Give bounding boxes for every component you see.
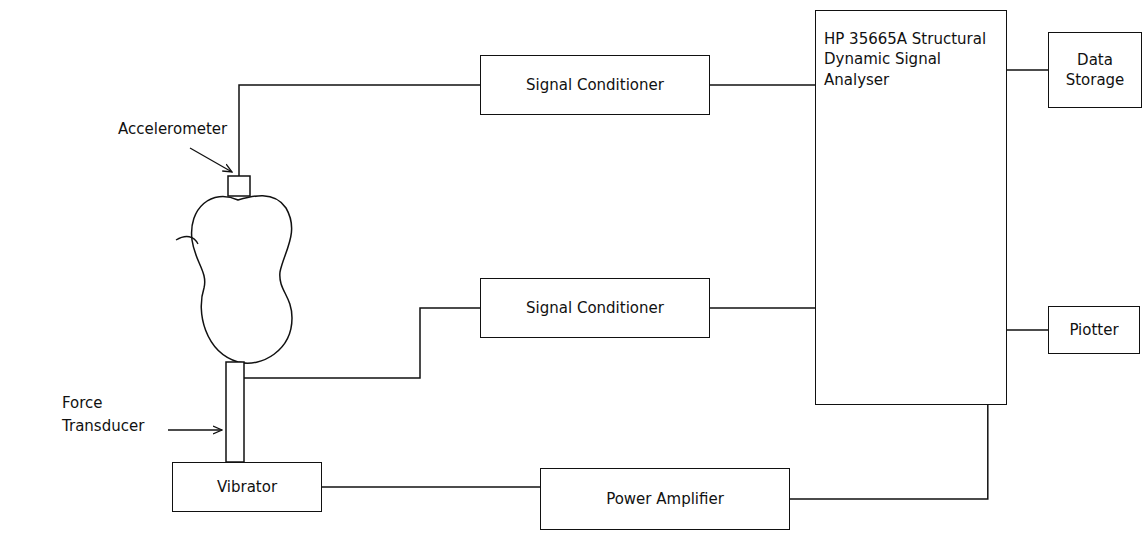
node-text: Power Amplifier [598,485,732,513]
part-label: Accelerometer [118,118,258,141]
node-text: Signal Conditioner [518,294,672,322]
node-text: Vibrator [209,473,285,501]
node-text: Data Storage [1049,46,1141,95]
connector [790,405,988,499]
connector [322,486,540,488]
connector [710,84,815,86]
node-text: Signal Conditioner [518,71,672,99]
node-text: Piotter [1061,316,1126,344]
storage-box: Data Storage [1048,32,1142,108]
force-transducer-wire [244,308,480,378]
connector [1007,69,1048,71]
plotter-box: Piotter [1048,306,1140,354]
process-box: Signal Conditioner [480,55,710,115]
accelerometer [228,176,250,196]
force-transducer-leader [168,429,222,430]
part-label: Force Transducer [62,392,166,437]
vibrator-box: Vibrator [172,462,322,512]
force-transducer [226,362,244,462]
accelerometer-leader [190,148,232,172]
connector [1007,329,1048,331]
node-text: HP 35665A Structural Dynamic Signal Anal… [816,25,1006,94]
accelerometer-wire [239,85,480,176]
test-object [192,196,292,363]
object-mark [176,237,198,244]
amplifier-box: Power Amplifier [540,468,790,530]
connector [710,307,815,309]
process-box: Signal Conditioner [480,278,710,338]
analyser-box: HP 35665A Structural Dynamic Signal Anal… [815,10,1007,405]
